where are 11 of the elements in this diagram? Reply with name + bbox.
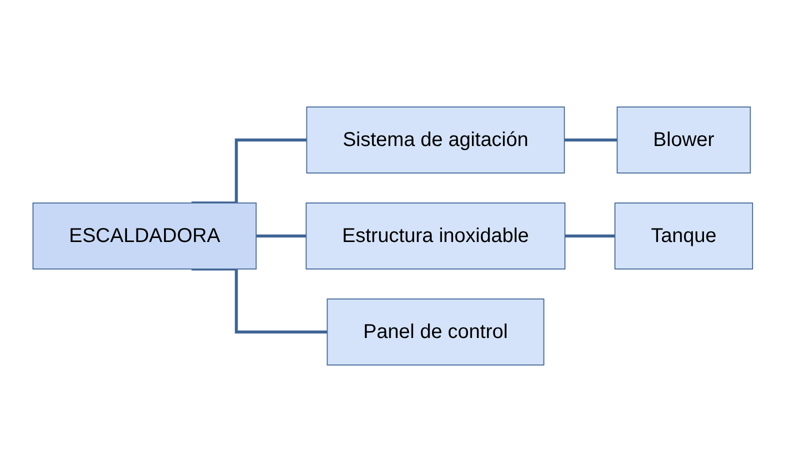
node-box: Sistema de agitación: [306, 106, 566, 174]
node-box: Tanque: [614, 202, 754, 270]
node-box: ESCALDADORA: [32, 202, 257, 270]
node-box: Estructura inoxidable: [306, 202, 566, 270]
connector: [192, 268, 328, 334]
connector: [256, 234, 306, 238]
connector: [192, 138, 307, 204]
node-box: Blower: [616, 106, 752, 174]
node-box: Panel de control: [327, 298, 545, 366]
connector: [565, 234, 616, 238]
connector: [564, 138, 618, 142]
